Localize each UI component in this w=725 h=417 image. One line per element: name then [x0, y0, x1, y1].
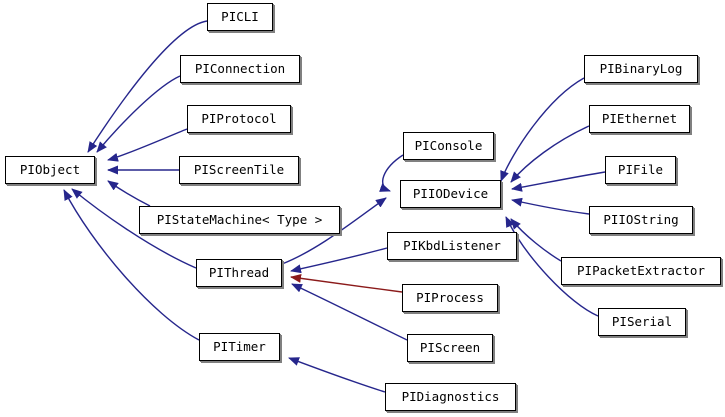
edge-piprotocol-to-piobject [107, 128, 188, 162]
class-node-label: PIStateMachine< Type > [156, 211, 323, 227]
edge-piconsole-to-piiodevice [379, 154, 404, 192]
class-node-pitimer[interactable]: PITimer [199, 333, 280, 361]
class-node-piprocess[interactable]: PIProcess [402, 284, 498, 312]
edge-piconnection-to-piobject [96, 75, 181, 153]
class-node-pikbdlistener[interactable]: PIKbdListener [387, 232, 517, 260]
class-node-label: PIPacketExtractor [577, 262, 705, 278]
edge-pikbdlistener-to-pithread [290, 247, 388, 274]
class-node-piiostring[interactable]: PIIOString [589, 206, 693, 234]
class-node-piiodevice[interactable]: PIIODevice [400, 180, 501, 208]
class-node-pibinarylog[interactable]: PIBinaryLog [584, 55, 698, 83]
class-node-label: PIBinaryLog [599, 60, 683, 76]
class-node-pistatemachine[interactable]: PIStateMachine< Type > [139, 206, 340, 234]
edge-pibinarylog-to-piiodevice [500, 77, 585, 182]
class-node-piscreen[interactable]: PIScreen [407, 334, 493, 362]
edge-pitimer-to-piobject [63, 189, 200, 341]
class-node-label: PIIOString [603, 211, 679, 227]
class-node-label: PIProcess [416, 289, 484, 305]
class-node-pidiagnostics[interactable]: PIDiagnostics [385, 383, 516, 411]
class-node-label: PISerial [611, 313, 673, 329]
edge-pithread-to-piiodevice [281, 197, 387, 265]
class-node-label: PIProtocol [201, 110, 277, 126]
edge-piethernet-to-piiodevice [510, 125, 590, 183]
class-node-label: PIScreen [419, 339, 481, 355]
edges [63, 20, 606, 393]
edge-pithread-to-piobject [71, 188, 197, 269]
edge-pifile-to-piiodevice [511, 171, 606, 192]
edge-pipacketextractor-to-piiodevice [510, 218, 562, 262]
class-node-piethernet[interactable]: PIEthernet [589, 105, 690, 133]
class-node-pithread[interactable]: PIThread [196, 259, 282, 287]
edge-pidiagnostics-to-pitimer [288, 357, 386, 393]
class-node-label: PIConsole [414, 137, 483, 153]
class-node-label: PIScreenTile [193, 161, 285, 177]
edge-picli-to-piobject [87, 20, 208, 153]
class-node-piscreentile[interactable]: PIScreenTile [179, 156, 299, 184]
class-node-label: PIThread [208, 264, 270, 280]
class-node-piobject[interactable]: PIObject [5, 156, 95, 184]
class-node-piprotocol[interactable]: PIProtocol [187, 105, 291, 133]
class-node-piserial[interactable]: PISerial [598, 308, 686, 336]
class-node-label: PIFile [617, 161, 664, 177]
class-node-label: PITimer [213, 338, 266, 354]
class-node-label: PIObject [19, 161, 81, 177]
class-node-pifile[interactable]: PIFile [605, 156, 676, 184]
edge-piscreen-to-pithread [291, 283, 408, 341]
class-node-piconsole[interactable]: PIConsole [403, 132, 494, 160]
class-node-label: PIConnection [194, 60, 286, 76]
class-node-picli[interactable]: PICLI [207, 3, 273, 31]
class-node-piconnection[interactable]: PIConnection [180, 55, 300, 83]
class-node-label: PIEthernet [601, 110, 678, 126]
class-node-label: PICLI [221, 8, 259, 24]
class-node-label: PIIODevice [412, 185, 489, 201]
class-node-pipacketextractor[interactable]: PIPacketExtractor [561, 257, 721, 285]
edge-pistatemachine-to-piobject [107, 180, 151, 207]
edge-piserial-to-piiodevice [505, 216, 599, 317]
class-node-label: PIDiagnostics [401, 388, 500, 404]
edge-piiostring-to-piiodevice [511, 197, 590, 215]
class-node-label: PIKbdListener [403, 237, 501, 253]
edge-piprocess-to-pithread [290, 274, 403, 293]
